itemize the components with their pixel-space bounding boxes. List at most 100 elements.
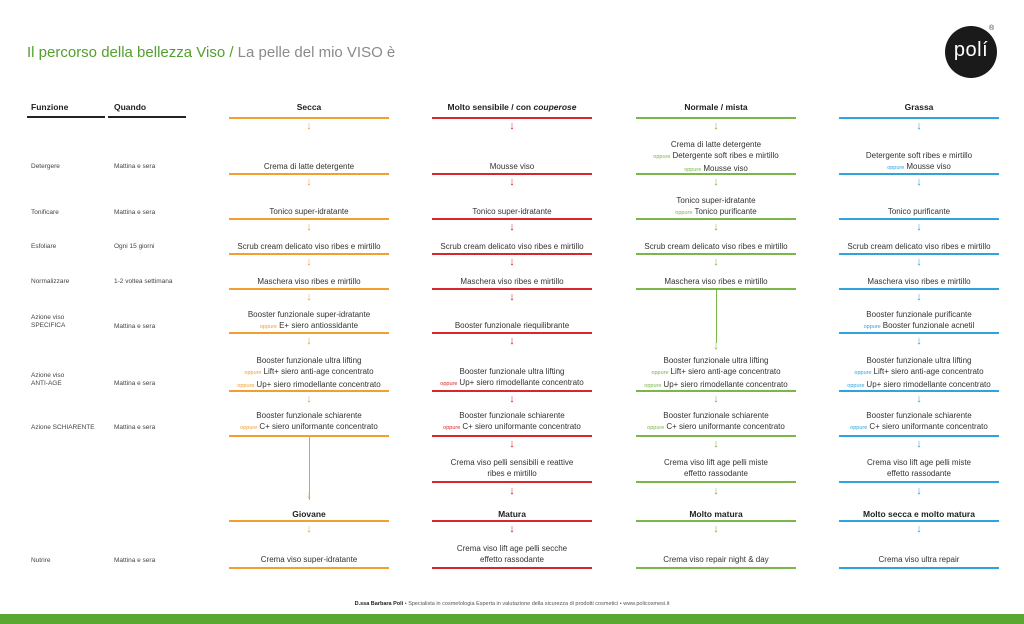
- oppure-label: oppure: [644, 383, 662, 389]
- arrow-down-icon: ↓: [713, 120, 719, 132]
- footer-bar: [0, 614, 1024, 624]
- oppure-label: oppure: [651, 370, 669, 376]
- cell-text: Scrub cream delicato viso ribes e mirtil…: [847, 242, 991, 251]
- divider-line: [636, 567, 796, 569]
- nutrire-header-h_molto_matura: Molto matura: [689, 509, 743, 519]
- cell-text: Mousse viso: [703, 164, 748, 173]
- divider-line: [432, 117, 592, 119]
- cell-text: Crema viso pelli sensibili e reattive: [450, 458, 574, 467]
- cell-text: Booster funzionale super-idratante: [247, 310, 371, 319]
- cell-text: Crema viso lift age pelli miste: [866, 458, 972, 467]
- cell-line: Crema viso ultra repair: [839, 554, 999, 565]
- cell-line: Maschera viso ribes e mirtillo: [432, 276, 592, 287]
- cell-line: Mousse viso: [432, 161, 592, 172]
- cell-text: Booster funzionale schiarente: [459, 411, 565, 420]
- arrow-down-icon: ↓: [713, 221, 719, 233]
- cell-text: Mousse viso: [906, 162, 951, 171]
- divider-line: [229, 390, 389, 392]
- divider-line: [636, 435, 796, 437]
- arrow-down-icon: ↓: [713, 485, 719, 497]
- nutrire-header-h_matura: Matura: [498, 509, 526, 519]
- cell-specifica-secca: Booster funzionale super-idratante oppure…: [229, 309, 389, 333]
- cell-line: ribes e mirtillo: [432, 468, 592, 479]
- cell-text: Detergente soft ribes e mirtillo: [672, 151, 779, 160]
- arrow-down-icon: ↓: [916, 176, 922, 188]
- divider-line: [839, 435, 999, 437]
- row-label-specifica-2: SPECIFICA: [31, 322, 66, 329]
- registered-mark: ®: [989, 25, 995, 32]
- row-when-detergere: Mattina e sera: [114, 163, 156, 170]
- cell-esfoliare-secca: Scrub cream delicato viso ribes e mirtil…: [229, 241, 389, 252]
- divider-line: [636, 288, 796, 290]
- header-normale: Normale / mista: [684, 102, 748, 112]
- cell-text: Booster funzionale schiarente: [663, 411, 769, 420]
- oppure-label: oppure: [850, 425, 868, 431]
- cell-line: Maschera viso ribes e mirtillo: [839, 276, 999, 287]
- title-sub: La pelle del mio VISO è: [237, 44, 396, 61]
- arrow-down-icon: ↓: [916, 393, 922, 405]
- cell-line: Booster funzionale schiarente: [839, 410, 999, 421]
- divider-line: [432, 567, 592, 569]
- divider-line: [839, 567, 999, 569]
- oppure-label: oppure: [647, 425, 665, 431]
- cell-line: Crema di latte detergente: [636, 139, 796, 150]
- divider-line: [229, 332, 389, 334]
- cell-line: Tonico super-idratante: [432, 206, 592, 217]
- arrow-down-icon: ↓: [916, 485, 922, 497]
- cell-text: Crema viso lift age pelli miste: [663, 458, 769, 467]
- cell-line: effetto rassodante: [432, 554, 592, 565]
- oppure-label: oppure: [675, 210, 693, 216]
- cell-text: Booster funzionale schiarente: [866, 411, 972, 420]
- divider-line: [636, 253, 796, 255]
- cell-normalizzare-grassa: Maschera viso ribes e mirtillo: [839, 276, 999, 287]
- arrow-down-icon: ↓: [713, 393, 719, 405]
- oppure-label: oppure: [237, 383, 255, 389]
- cell-text: Booster funzionale ultra lifting: [866, 356, 972, 365]
- cell-esfoliare-sensibile: Scrub cream delicato viso ribes e mirtil…: [432, 241, 592, 252]
- divider-line: [432, 173, 592, 175]
- cell-line: Scrub cream delicato viso ribes e mirtil…: [839, 241, 999, 252]
- cell-line: Booster funzionale schiarente: [432, 410, 592, 421]
- oppure-label: oppure: [259, 324, 278, 330]
- arrow-down-icon: ↓: [509, 291, 515, 303]
- cell-tonificare-secca: Tonico super-idratante: [229, 206, 389, 217]
- row-when-nutrire: Mattina e sera: [114, 557, 156, 564]
- cell-line: Maschera viso ribes e mirtillo: [636, 276, 796, 287]
- oppure-label: oppure: [244, 370, 262, 376]
- cell-line: Crema viso lift age pelli miste: [839, 457, 999, 468]
- arrow-down-icon: ↓: [713, 340, 719, 352]
- cell-text: Tonico super-idratante: [472, 207, 552, 216]
- cell-text: Crema di latte detergente: [263, 162, 355, 171]
- cell-text: Detergente soft ribes e mirtillo: [865, 151, 973, 160]
- divider-line: [229, 288, 389, 290]
- arrow-down-icon: ↓: [509, 438, 515, 450]
- cell-esfoliare-grassa: Scrub cream delicato viso ribes e mirtil…: [839, 241, 999, 252]
- cell-line: Booster funzionale super-idratante: [229, 309, 389, 320]
- cell-text: Up+ siero rimodellante concentrato: [256, 380, 381, 389]
- divider-line: [839, 332, 999, 334]
- divider-line: [636, 390, 796, 392]
- footer-sep: •: [404, 601, 407, 607]
- cell-specifica-sensibile: Booster funzionale riequilibrante: [432, 320, 592, 331]
- divider-line: [229, 520, 389, 522]
- row-label-antiage-1: Azione viso: [31, 372, 65, 379]
- cell-text: Maschera viso ribes e mirtillo: [867, 277, 971, 286]
- divider-line: [432, 435, 592, 437]
- cell-line: Booster funzionale riequilibrante: [432, 320, 592, 331]
- cell-text: Maschera viso ribes e mirtillo: [664, 277, 768, 286]
- row-label-normalizzare: Normalizzare: [31, 278, 70, 285]
- logo-text: polí: [953, 39, 989, 61]
- arrow-down-icon: ↓: [306, 256, 312, 268]
